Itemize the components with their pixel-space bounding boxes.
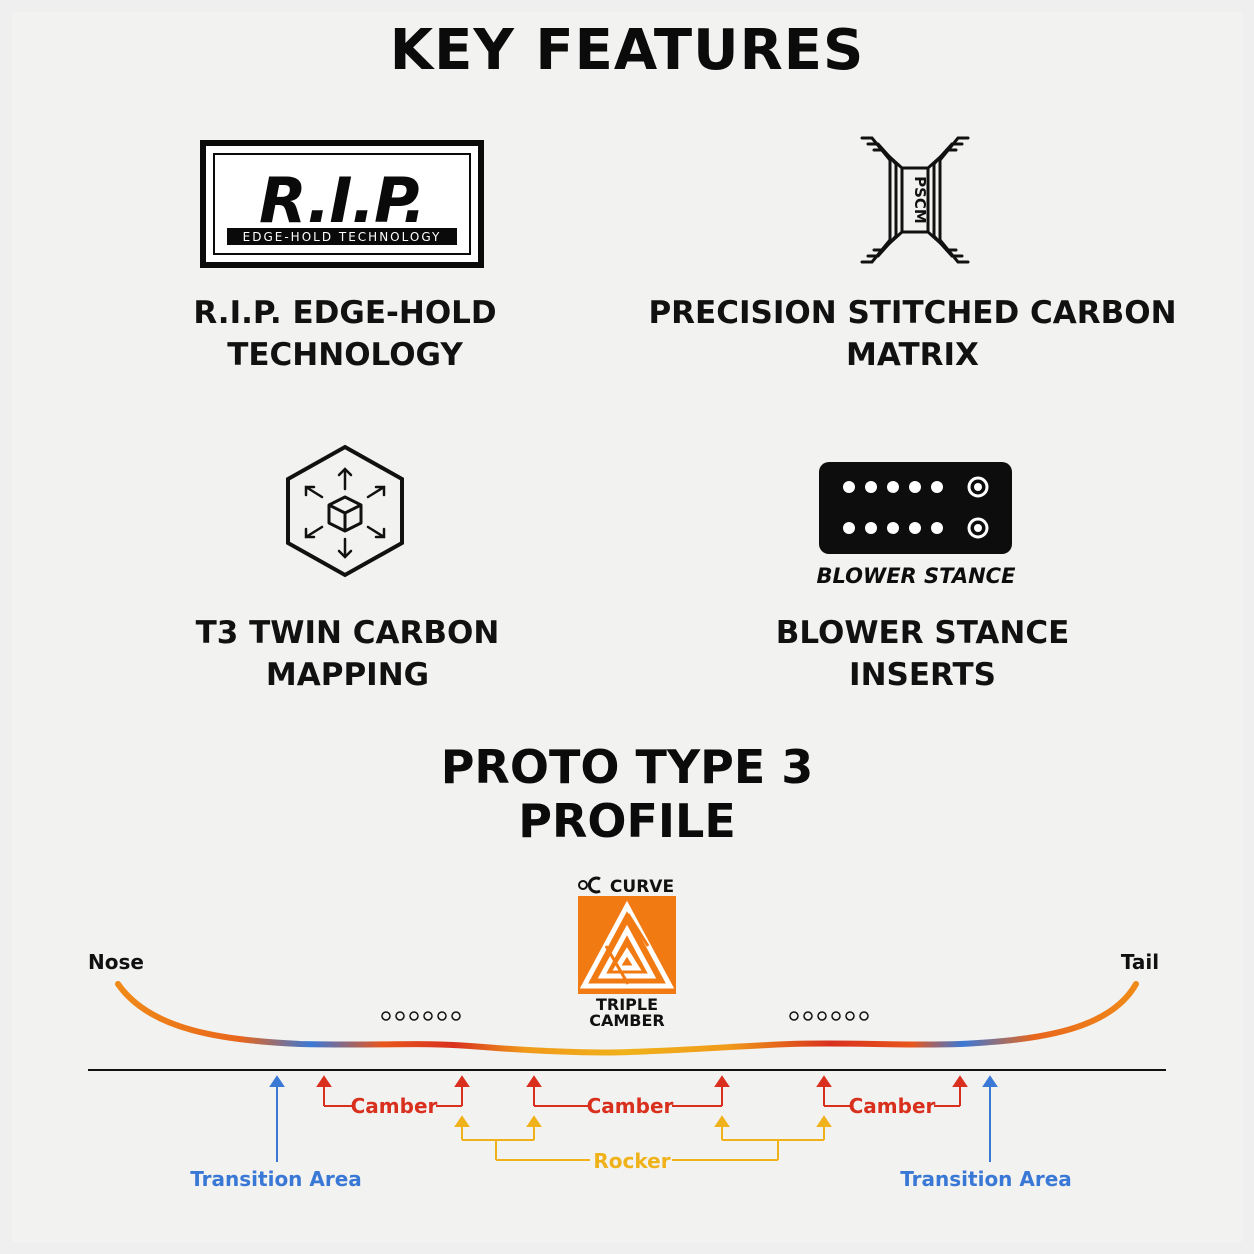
hexagon-cube-icon (286, 444, 404, 578)
tail-label: Tail (1121, 950, 1159, 974)
pscm-feature: PSCM (850, 130, 980, 270)
pscm-logo-text: PSCM (911, 176, 929, 224)
camber-label-right: Camber (849, 1094, 936, 1118)
profile-title: PROTO TYPE 3 PROFILE (0, 740, 1254, 848)
rip-logo-icon: R.I.P. EDGE-HOLD TECHNOLOGY (200, 140, 484, 268)
insert-plate-icon: BLOWER STANCE (817, 462, 1017, 588)
t3-feature (282, 443, 408, 579)
rip-feature-label: R.I.P. EDGE-HOLD TECHNOLOGY (140, 292, 550, 376)
profile-title-line2: PROFILE (518, 794, 736, 848)
board-profile-line (115, 981, 1139, 1056)
rip-label-line1: R.I.P. EDGE-HOLD (193, 295, 497, 331)
transition-arrows (269, 1075, 998, 1162)
profile-diagram: CURVE TRIPLE CAMBER Nose Tail (88, 876, 1166, 1191)
rip-logo-text: R.I.P. (259, 164, 425, 237)
t3-feature-label: T3 TWIN CARBON MAPPING (120, 612, 575, 696)
blower-label-line1: BLOWER STANCE INSERTS (775, 615, 1070, 693)
insert-dots-left (381, 1011, 461, 1021)
stitched-carbon-icon: PSCM (860, 136, 970, 264)
rip-logo-subtext: EDGE-HOLD TECHNOLOGY (243, 230, 442, 244)
t3-label-line1: T3 TWIN CARBON MAPPING (195, 615, 500, 693)
rip-label-line2: TECHNOLOGY (227, 337, 463, 373)
transition-label-right: Transition Area (900, 1167, 1072, 1191)
rocker-brackets (454, 1115, 832, 1161)
triple-camber-badge: CURVE TRIPLE CAMBER (578, 876, 676, 1030)
camber-brackets (316, 1075, 968, 1107)
camber-label-left: Camber (351, 1094, 438, 1118)
curve-logo-icon (578, 876, 601, 894)
pscm-label-line1: PRECISION STITCHED CARBON (648, 295, 1177, 331)
camber-label-center: Camber (587, 1094, 674, 1118)
page-title: KEY FEATURES (389, 18, 865, 83)
pscm-label-line2: MATRIX (846, 337, 979, 373)
badge-line2: CAMBER (589, 1011, 665, 1030)
badge-line1: TRIPLE (596, 995, 658, 1014)
badge-top-text: CURVE (610, 877, 674, 897)
blower-feature-label: BLOWER STANCE INSERTS (700, 612, 1145, 696)
rocker-label: Rocker (593, 1149, 670, 1173)
blower-feature: BLOWER STANCE (815, 460, 1020, 590)
transition-label-left: Transition Area (190, 1167, 362, 1191)
nose-label: Nose (88, 950, 144, 974)
profile-title-line1: PROTO TYPE 3 (440, 740, 814, 794)
blower-logo-text: BLOWER STANCE (817, 564, 1017, 588)
pscm-feature-label: PRECISION STITCHED CARBON MATRIX (640, 292, 1185, 376)
insert-dots-right (789, 1011, 869, 1021)
rip-feature: R.I.P. EDGE-HOLD TECHNOLOGY (200, 140, 484, 270)
